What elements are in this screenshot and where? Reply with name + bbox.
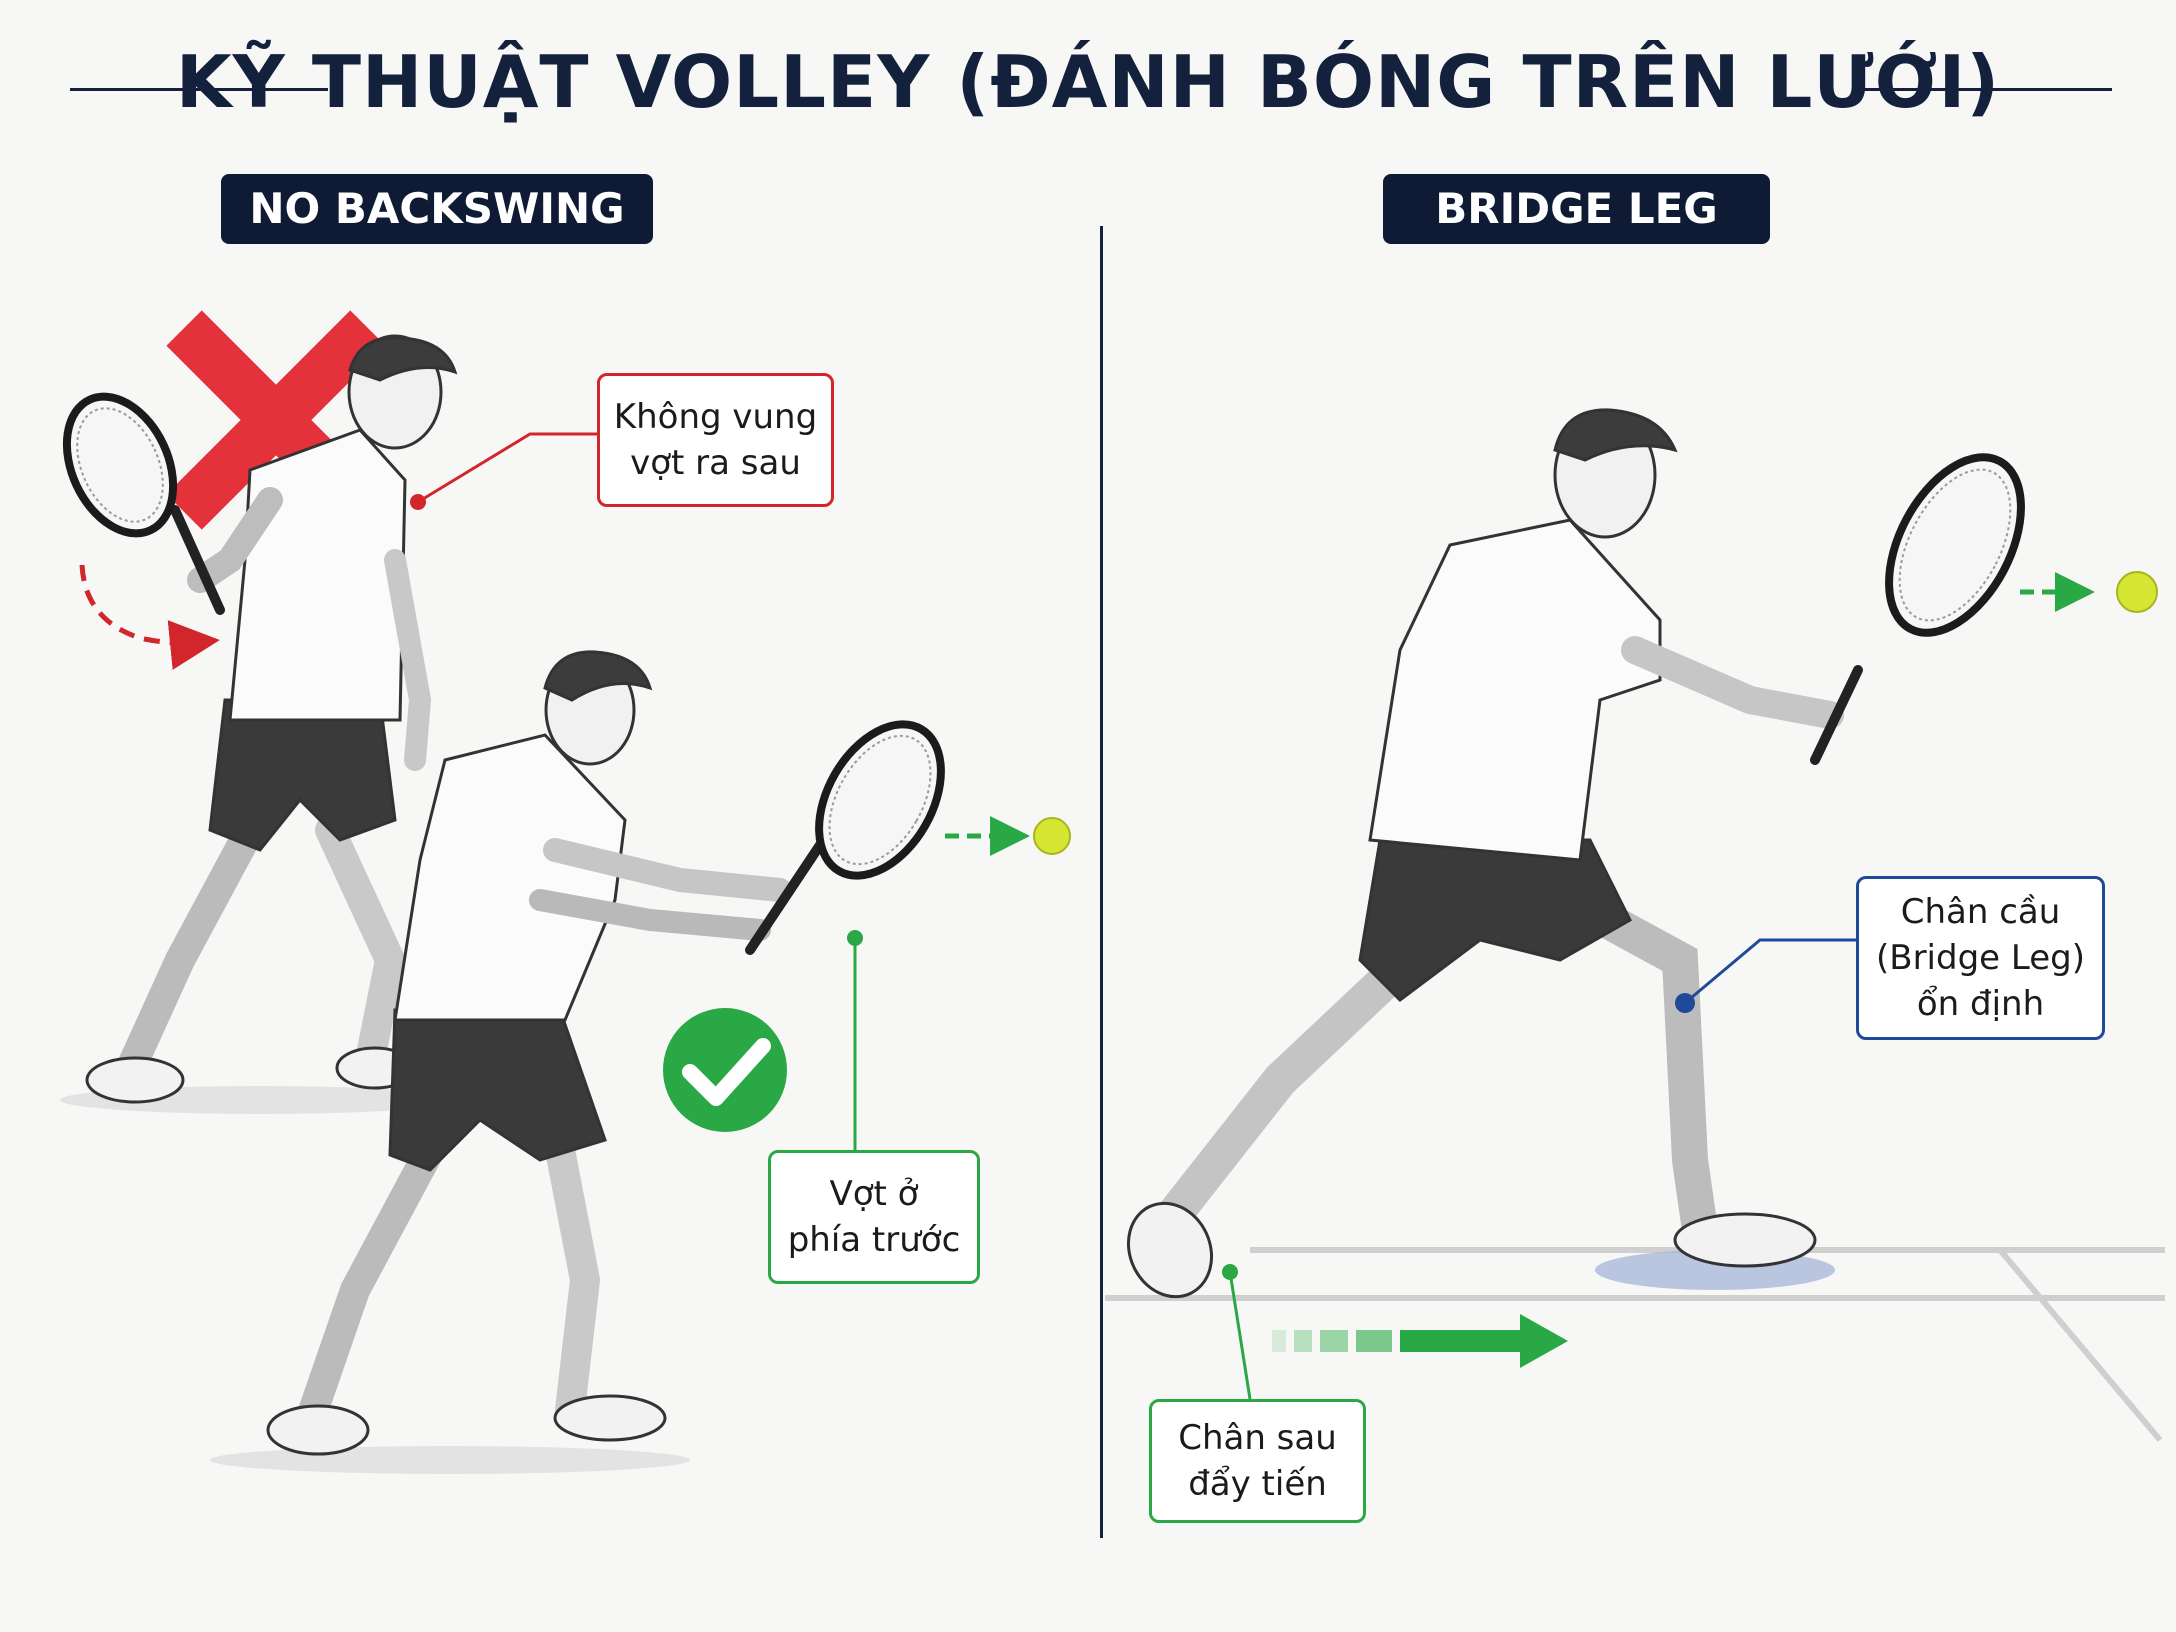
- callout-text-line: Vợt ở: [829, 1174, 919, 1214]
- title-rule-right: [1857, 88, 2112, 91]
- callout-text-line: Chân sau: [1178, 1418, 1337, 1458]
- racket-bridge-icon: [1810, 453, 2025, 765]
- backswing-arrow: [79, 564, 220, 670]
- callout-text-line: vợt ra sau: [630, 443, 801, 483]
- callout-text-line: ổn định: [1916, 984, 2045, 1024]
- callout-text-line: (Bridge Leg): [1875, 938, 2085, 978]
- callout-line-green-bottom: [1228, 1271, 1252, 1400]
- callout-text-line: phía trước: [787, 1220, 961, 1260]
- player-volley-figure: [210, 650, 792, 1474]
- player-bridge-figure: [1126, 408, 1844, 1299]
- page-title: KỸ THUẬT VOLLEY (ĐÁNH BÓNG TRÊN LƯỚI): [175, 40, 2001, 124]
- player-backswing-figure: [60, 334, 460, 1114]
- section-label-no-backswing: NO BACKSWING: [221, 174, 653, 244]
- callout-line-blue: [1684, 938, 1856, 1005]
- section-divider: [1100, 226, 1103, 1538]
- ball-left-icon: [945, 816, 1071, 856]
- callout-bridge-leg: Chân cầu (Bridge Leg) ổn định: [1856, 876, 2105, 1040]
- check-circle-icon: [663, 1008, 787, 1132]
- callout-racket-front: Vợt ở phía trước: [768, 1150, 980, 1284]
- section-label-bridge-leg: BRIDGE LEG: [1383, 174, 1770, 244]
- callout-text-line: đẩy tiến: [1188, 1464, 1327, 1504]
- ball-right-icon: [2020, 571, 2158, 613]
- callout-text-line: Chân cầu: [1900, 892, 2061, 932]
- racket-front-icon: [745, 720, 945, 955]
- push-forward-arrow-icon: [1272, 1314, 1568, 1368]
- racket-back-icon: [62, 392, 225, 615]
- title-rule-left: [70, 88, 328, 91]
- callout-back-foot: Chân sau đẩy tiến: [1149, 1399, 1366, 1523]
- callout-line-red: [417, 432, 597, 504]
- callout-text-line: Không vung: [613, 397, 818, 437]
- callout-no-backswing: Không vung vợt ra sau: [597, 373, 834, 507]
